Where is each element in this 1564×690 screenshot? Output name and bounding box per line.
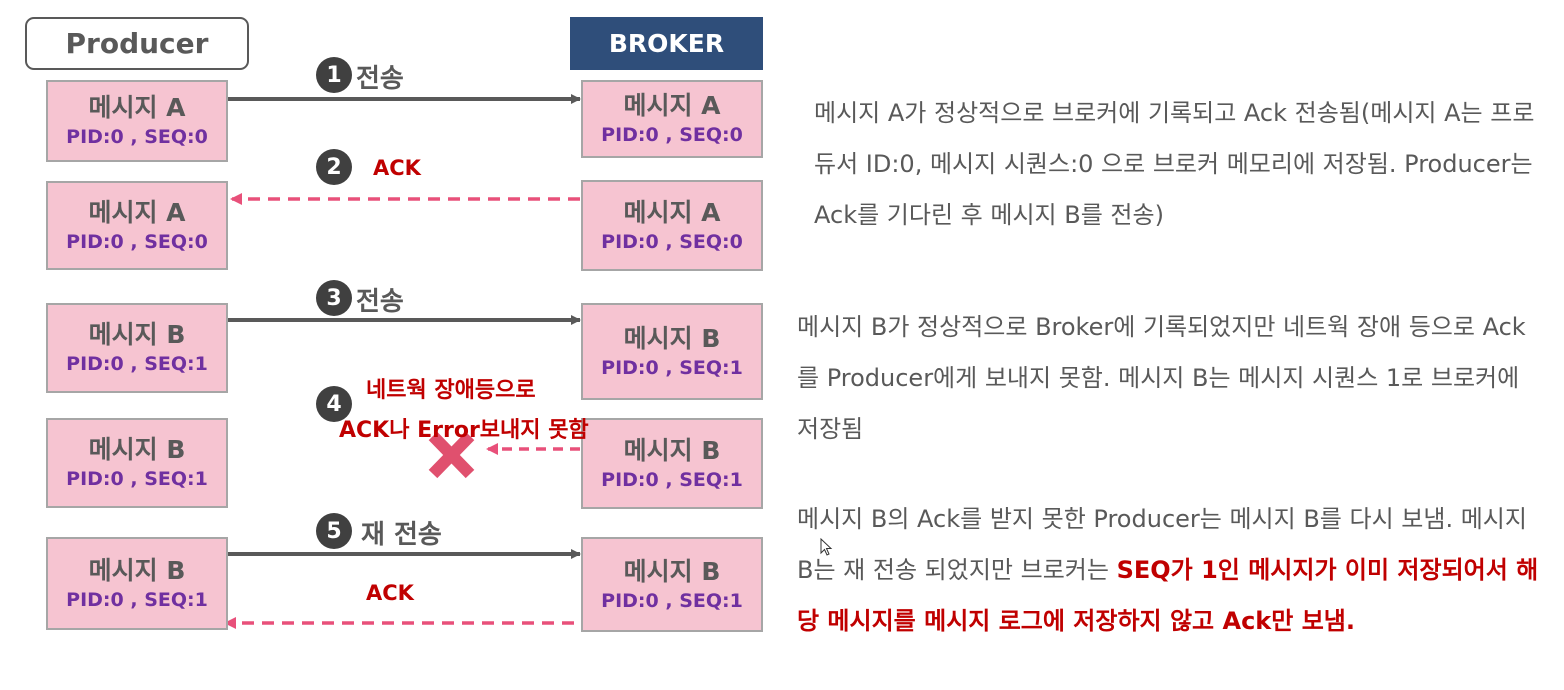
- message-meta: PID:0 , SEQ:0: [601, 230, 743, 253]
- message-name: 메시지 B: [88, 435, 186, 464]
- step-badge-2: 2: [316, 149, 352, 185]
- message-name: 메시지 A: [88, 197, 186, 227]
- broker-message-1: 메시지 A PID:0 , SEQ:0: [581, 80, 763, 158]
- message-meta: PID:0 , SEQ:1: [601, 589, 743, 612]
- broker-message-4: 메시지 B PID:0 , SEQ:1: [581, 418, 763, 509]
- message-name: 메시지 A: [88, 93, 186, 122]
- description-3-text: 메시지 B의 Ack를 받지 못한 Producer는 메시지 B를 다시 보냄…: [797, 505, 1527, 584]
- error-label-4-line2: ACK나 Error보내지 못함: [339, 418, 589, 443]
- step-label-5: 재 전송: [361, 520, 442, 550]
- message-meta: PID:0 , SEQ:0: [66, 230, 208, 253]
- producer-message-2: 메시지 A PID:0 , SEQ:0: [46, 181, 228, 270]
- broker-message-5: 메시지 B PID:0 , SEQ:1: [581, 537, 763, 632]
- ack-label-2: ACK: [373, 156, 421, 180]
- producer-message-3: 메시지 B PID:0 , SEQ:1: [46, 303, 228, 393]
- message-name: 메시지 A: [623, 91, 721, 120]
- mouse-pointer-icon: [820, 537, 834, 560]
- step-label-3: 전송: [356, 287, 404, 317]
- message-meta: PID:0 , SEQ:0: [66, 126, 208, 148]
- message-name: 메시지 B: [623, 556, 721, 586]
- message-name: 메시지 A: [623, 197, 721, 227]
- message-name: 메시지 B: [623, 435, 721, 465]
- step-badge-1: 1: [316, 57, 352, 93]
- broker-message-2: 메시지 A PID:0 , SEQ:0: [581, 180, 763, 271]
- description-3-highlight: SEQ가 1인 메시지가 이미 저장되어서 해당 메시지를 메시지 로그에 저장…: [797, 556, 1539, 635]
- message-name: 메시지 B: [88, 320, 186, 349]
- message-meta: PID:0 , SEQ:1: [66, 588, 208, 611]
- message-meta: PID:0 , SEQ:1: [66, 468, 208, 490]
- description-2: 메시지 B가 정상적으로 Broker에 기록되었지만 네트웍 장애 등으로 A…: [797, 313, 1526, 443]
- producer-message-1: 메시지 A PID:0 , SEQ:0: [46, 80, 228, 162]
- broker-message-3: 메시지 B PID:0 , SEQ:1: [581, 303, 763, 400]
- error-label-4-line1: 네트웍 장애등으로: [366, 378, 536, 403]
- message-meta: PID:0 , SEQ:1: [601, 356, 743, 379]
- step-badge-5: 5: [316, 513, 352, 549]
- step-badge-4: 4: [316, 386, 352, 422]
- x-mark-icon: [428, 431, 475, 479]
- message-meta: PID:0 , SEQ:1: [601, 468, 743, 491]
- message-name: 메시지 B: [88, 555, 186, 585]
- producer-message-5: 메시지 B PID:0 , SEQ:1: [46, 537, 228, 630]
- message-meta: PID:0 , SEQ:1: [66, 353, 208, 375]
- description-3: 메시지 B의 Ack를 받지 못한 Producer는 메시지 B를 다시 보냄…: [797, 494, 1545, 647]
- ack-label-5: ACK: [366, 581, 414, 605]
- message-meta: PID:0 , SEQ:0: [601, 124, 743, 146]
- step-badge-3: 3: [316, 280, 352, 316]
- step-label-1: 전송: [356, 64, 404, 94]
- message-name: 메시지 B: [623, 323, 721, 353]
- producer-message-4: 메시지 B PID:0 , SEQ:1: [46, 418, 228, 508]
- description-1: 메시지 A가 정상적으로 브로커에 기록되고 Ack 전송됨(메시지 A는 프로…: [814, 99, 1535, 229]
- broker-header: BROKER: [570, 17, 763, 70]
- producer-header: Producer: [25, 17, 249, 70]
